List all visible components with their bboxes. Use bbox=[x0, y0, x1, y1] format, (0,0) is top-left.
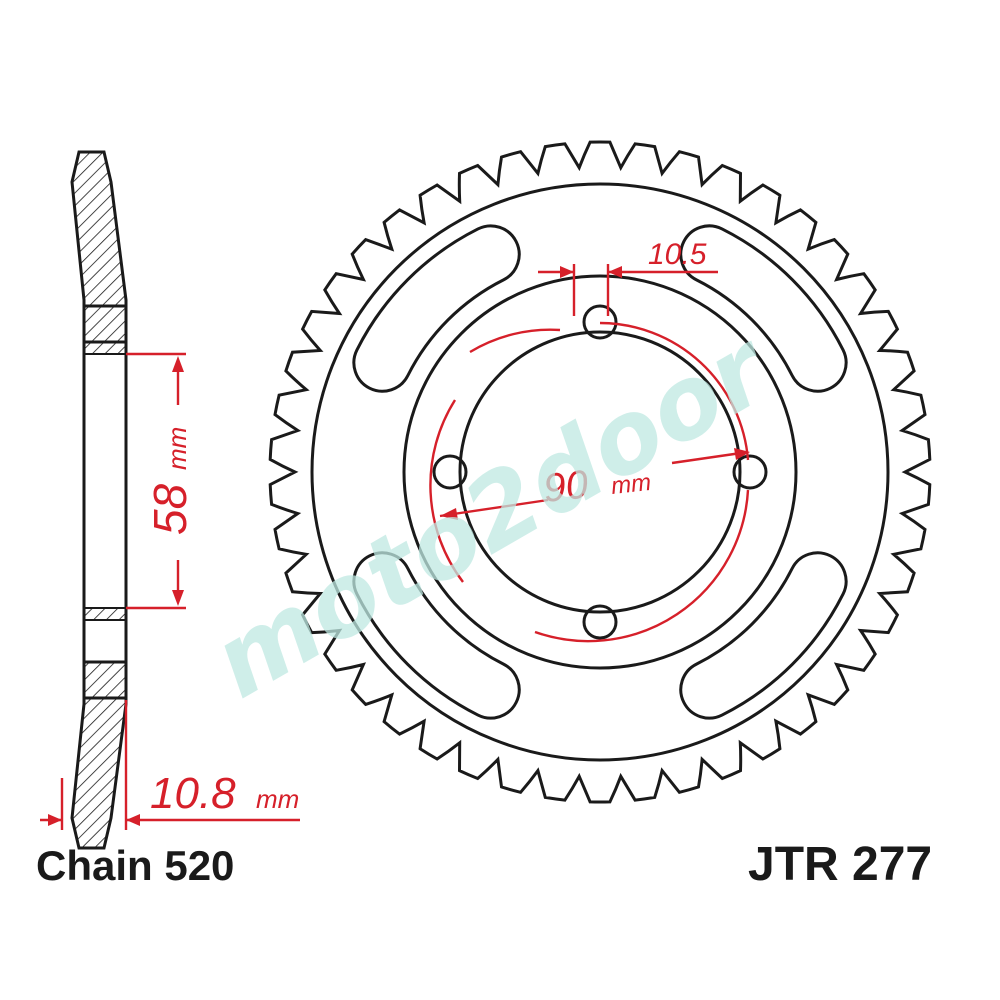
pcd-dimension: 90 mm bbox=[429, 321, 750, 643]
hub-circle bbox=[402, 274, 798, 670]
profile-lower-hatch bbox=[70, 660, 128, 850]
profile-upper-hatch bbox=[70, 150, 128, 344]
lightening-cutout bbox=[679, 224, 848, 393]
bolt-holes bbox=[432, 304, 768, 640]
lightening-cutout bbox=[352, 224, 521, 393]
side-profile bbox=[70, 150, 128, 850]
sprocket-teeth bbox=[268, 140, 932, 804]
bolt-hole-dimension: 10.5 bbox=[538, 238, 718, 316]
profile-upper-bore-hatch bbox=[83, 341, 127, 355]
root-circle bbox=[310, 182, 890, 762]
bolt-hole bbox=[732, 454, 768, 490]
bore-dimension-unit: mm bbox=[162, 427, 192, 470]
pcd-unit: mm bbox=[610, 469, 653, 500]
bolt-hole-value: 10.5 bbox=[648, 238, 707, 271]
pcd-value: 90 bbox=[541, 463, 590, 511]
bolt-hole bbox=[582, 304, 618, 340]
bore-dimension-value: 58 bbox=[144, 483, 196, 535]
thickness-dimension: 10.8 mm bbox=[40, 700, 300, 830]
sprocket-front bbox=[268, 140, 932, 804]
thickness-unit: mm bbox=[256, 784, 299, 814]
center-bore bbox=[458, 330, 742, 614]
lightening-cutout bbox=[679, 551, 848, 720]
part-number: JTR 277 bbox=[748, 838, 932, 891]
profile-lower-bore-hatch bbox=[83, 607, 127, 621]
lightening-cutout bbox=[352, 551, 521, 720]
bolt-hole bbox=[432, 454, 468, 490]
bore-dimension: 58 mm bbox=[126, 352, 196, 610]
lightening-cutouts bbox=[352, 224, 848, 720]
bolt-hole bbox=[582, 604, 618, 640]
chain-label: Chain 520 bbox=[36, 842, 234, 889]
thickness-value: 10.8 bbox=[150, 769, 236, 818]
